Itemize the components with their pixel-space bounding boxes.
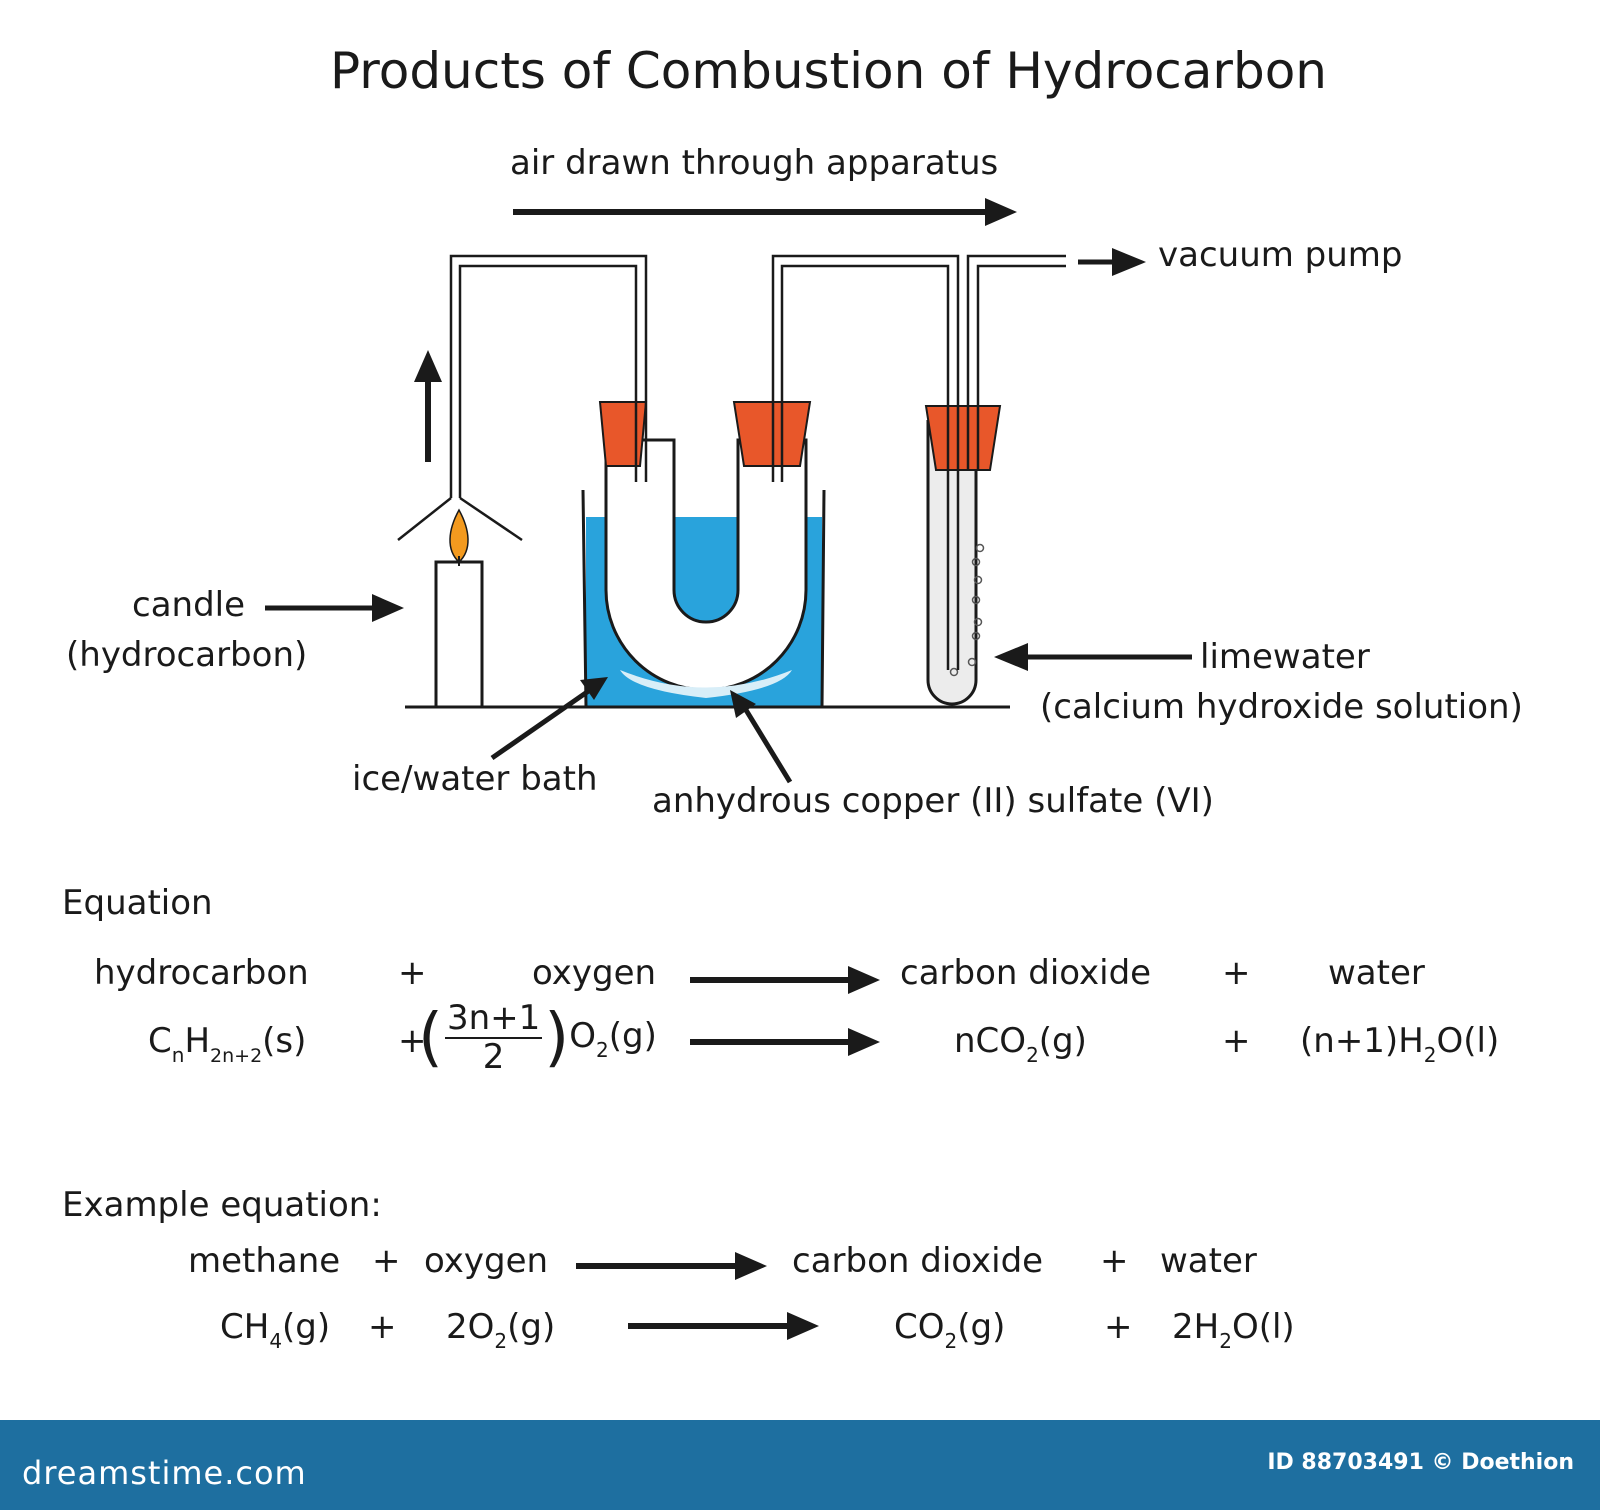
glass-tubing xyxy=(449,254,1066,670)
eq-h2o-formula: (n+1)H2O(l) xyxy=(1300,1021,1500,1067)
ex-co2-formula: CO2(g) xyxy=(894,1307,1006,1353)
ex-formula-plus1: + xyxy=(368,1307,397,1347)
eq-hydrocarbon-formula: CnH2n+2(s) xyxy=(148,1021,307,1067)
example-heading: Example equation: xyxy=(62,1185,382,1225)
brand-logo: dreamstime.com xyxy=(22,1454,307,1492)
eq-co2-formula: nCO2(g) xyxy=(954,1021,1087,1067)
candle xyxy=(434,508,484,709)
page-title: Products of Combustion of Hydrocarbon xyxy=(330,42,1327,100)
footer-bar: dreamstime.com ID 88703491 © Doethion xyxy=(0,1420,1600,1510)
eq-word-reactant1: hydrocarbon xyxy=(94,953,309,993)
example-word-arrow xyxy=(576,1252,767,1280)
ice-bath-pointer-arrow xyxy=(490,677,608,761)
ex-ch4-formula: CH4(g) xyxy=(220,1307,331,1353)
vacuum-pump-label: vacuum pump xyxy=(1158,235,1403,275)
limewater-label: limewater xyxy=(1200,637,1370,677)
ex-word-product1: carbon dioxide xyxy=(792,1241,1044,1281)
air-flow-label: air drawn through apparatus xyxy=(510,143,999,183)
ex-formula-plus2: + xyxy=(1104,1307,1133,1347)
limewater-pointer-arrow xyxy=(994,643,1192,671)
equation-word-arrow xyxy=(690,966,880,994)
vacuum-pump-arrow xyxy=(1078,248,1146,276)
image-credit: ID 88703491 © Doethion xyxy=(1267,1450,1574,1475)
eq-word-product1: carbon dioxide xyxy=(900,953,1152,993)
copper-sulfate-label: anhydrous copper (II) sulfate (VI) xyxy=(652,781,1214,821)
ice-bath-label: ice/water bath xyxy=(352,759,598,799)
eq-formula-plus2: + xyxy=(1222,1021,1251,1061)
equation-formula-arrow xyxy=(690,1028,880,1056)
ex-word-plus1: + xyxy=(372,1241,401,1281)
eq-formula-plus1: + xyxy=(398,1021,427,1061)
candle-pointer-arrow xyxy=(265,594,404,622)
equation-heading: Equation xyxy=(62,883,213,923)
ex-o2-formula: 2O2(g) xyxy=(446,1307,556,1353)
air-flow-arrow xyxy=(513,198,1017,226)
example-formula-arrow xyxy=(628,1312,819,1340)
eq-word-product2: water xyxy=(1328,953,1425,993)
eq-word-plus1: + xyxy=(398,953,427,993)
ex-h2o-formula: 2H2O(l) xyxy=(1172,1307,1295,1353)
ex-word-plus2: + xyxy=(1100,1241,1129,1281)
ex-word-reactant2: oxygen xyxy=(424,1241,549,1281)
ex-word-product2: water xyxy=(1160,1241,1257,1281)
ex-word-reactant1: methane xyxy=(188,1241,341,1281)
apparatus-diagram xyxy=(265,198,1192,1340)
u-tube xyxy=(604,438,808,698)
eq-word-reactant2: oxygen xyxy=(532,953,657,993)
candle-label: candle xyxy=(132,585,246,625)
copper-sulfate-pointer-arrow xyxy=(730,690,793,784)
inverted-funnel xyxy=(397,496,523,542)
limewater-sublabel: (calcium hydroxide solution) xyxy=(1040,687,1523,727)
limewater-test-tube xyxy=(924,405,1002,706)
upward-flow-arrow xyxy=(414,350,442,462)
candle-sublabel: (hydrocarbon) xyxy=(66,635,308,675)
eq-word-plus2: + xyxy=(1222,953,1251,993)
u-tube-left-stopper xyxy=(598,401,648,467)
